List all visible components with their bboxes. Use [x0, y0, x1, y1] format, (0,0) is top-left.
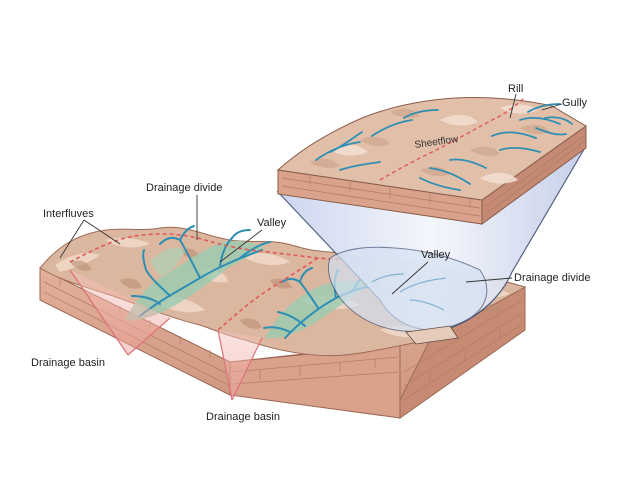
leader-interfluves-a	[59, 219, 85, 259]
inset-top-surface	[276, 96, 587, 201]
drainage-divide-line-middle	[217, 257, 319, 331]
inset-rills	[315, 103, 573, 191]
leader-drainage-divide-right	[465, 277, 513, 283]
leader-gully	[541, 103, 563, 111]
left-valley-branch-area	[150, 247, 185, 276]
magnified-zone-streams	[371, 273, 447, 311]
label-valley-right: Valley	[421, 249, 451, 261]
leader-interfluves-b	[83, 219, 121, 245]
inset-strata	[281, 135, 585, 217]
inset-terrain-texture	[310, 108, 550, 177]
leader-valley-right	[391, 261, 429, 295]
label-interfluves: Interfluves	[43, 208, 94, 220]
magnified-zone	[327, 246, 488, 332]
magnifier-cone	[276, 145, 587, 345]
label-drainage-divide-right: Drainage divide	[514, 272, 590, 284]
label-valley-left: Valley	[257, 217, 287, 229]
leader-valley-left	[219, 229, 263, 263]
block-bottom-face	[229, 344, 401, 419]
label-gully: Gully	[562, 97, 588, 109]
leader-rill	[509, 93, 517, 119]
label-drainage-basin-bottom: Drainage basin	[206, 411, 280, 423]
label-rill: Rill	[508, 83, 523, 95]
inset-block	[276, 96, 587, 225]
drainage-basin-leaders	[69, 269, 263, 401]
drainage-basin-left-wedge	[70, 270, 170, 355]
diagram-labels: Rill Gully Sheetflow Drainage divide Int…	[31, 83, 590, 423]
leader-lines	[59, 93, 563, 295]
label-drainage-divide-top: Drainage divide	[146, 182, 222, 194]
magnified-patch	[405, 325, 459, 345]
left-stream-network	[131, 225, 271, 317]
label-drainage-basin-left: Drainage basin	[31, 357, 105, 369]
